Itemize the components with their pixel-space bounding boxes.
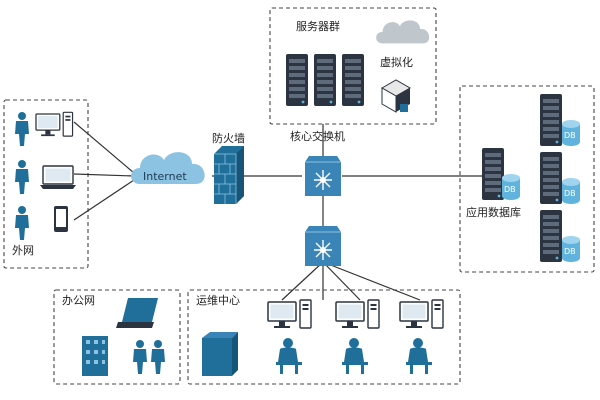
label-internet: Internet bbox=[143, 170, 187, 183]
connection-lines bbox=[73, 121, 482, 301]
db-tag: DB bbox=[564, 131, 576, 140]
group-ops-center bbox=[187, 289, 461, 385]
db-tag: DB bbox=[564, 189, 576, 198]
server-rack-icon bbox=[314, 54, 336, 106]
cloud-icon bbox=[376, 20, 430, 44]
user-icon bbox=[15, 112, 29, 146]
user-icon bbox=[342, 338, 368, 374]
user-icon bbox=[133, 340, 147, 374]
laptop-icon bbox=[39, 165, 77, 190]
user-icon bbox=[151, 340, 165, 374]
group-server-cluster bbox=[269, 7, 437, 125]
group-office-net bbox=[53, 289, 181, 385]
firewall-icon bbox=[213, 145, 245, 205]
user-icon bbox=[276, 338, 302, 374]
label-firewall: 防火墙 bbox=[212, 131, 245, 145]
desktop-computer-icon bbox=[35, 111, 74, 137]
label-server-cluster: 服务器群 bbox=[296, 19, 340, 33]
server-rack-icon bbox=[540, 152, 562, 204]
smartphone-icon bbox=[54, 206, 68, 232]
label-external-net: 外网 bbox=[12, 244, 34, 257]
server-rack-icon bbox=[286, 54, 308, 106]
db-tag: DB bbox=[504, 185, 516, 194]
server-rack-icon bbox=[482, 148, 504, 200]
server-rack-icon bbox=[540, 94, 562, 146]
server-rack-icon bbox=[202, 332, 238, 376]
label-virtualization: 虚拟化 bbox=[380, 55, 413, 69]
label-office-net: 办公网 bbox=[62, 294, 95, 307]
group-external-net bbox=[3, 99, 89, 269]
user-icon bbox=[15, 160, 29, 194]
server-rack-icon bbox=[342, 54, 364, 106]
label-core-switch: 核心交换机 bbox=[290, 129, 345, 143]
user-icon bbox=[406, 338, 432, 374]
switch-icon bbox=[304, 155, 342, 197]
label-app-database: 应用数据库 bbox=[466, 205, 521, 219]
cube-icon bbox=[380, 79, 412, 113]
building-icon bbox=[82, 336, 108, 376]
user-icon bbox=[15, 206, 29, 240]
server-rack-icon bbox=[540, 210, 562, 262]
label-ops-center: 运维中心 bbox=[196, 294, 240, 307]
laptop-icon bbox=[116, 298, 158, 328]
group-app-database bbox=[459, 85, 595, 273]
db-tag: DB bbox=[564, 247, 576, 256]
desktop-computer-icon bbox=[399, 299, 444, 329]
desktop-computer-icon bbox=[267, 299, 312, 329]
switch-icon bbox=[304, 225, 342, 267]
desktop-computer-icon bbox=[335, 299, 380, 329]
